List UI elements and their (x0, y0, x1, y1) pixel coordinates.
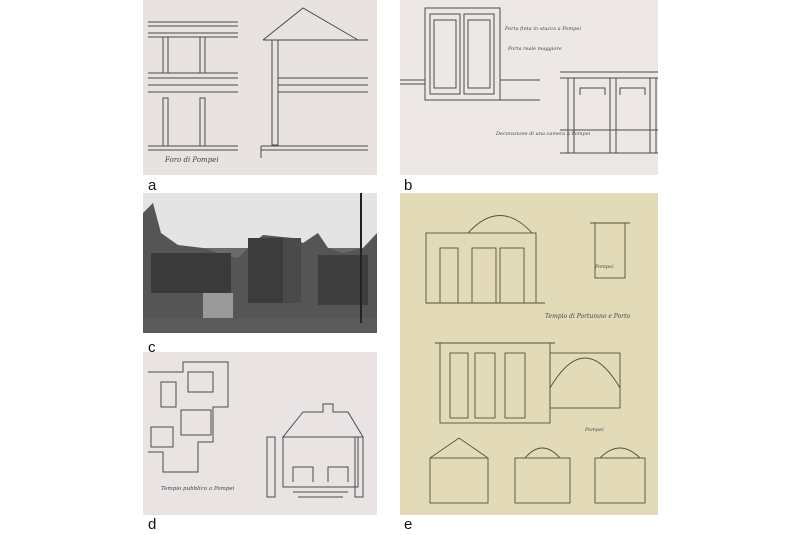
panel-b-sketch: Porta finta in stucco a Pompei Porta rea… (400, 0, 658, 175)
panel-c-photo (143, 193, 377, 333)
panel-e-note-1: Tempio di Portumno e Porto (545, 313, 630, 320)
panel-a-label: a (148, 177, 157, 194)
colonnade-elevation-drawing: Foro di Pompei (148, 7, 368, 164)
panel-b-note-1: Porta finta in stucco a Pompei (504, 26, 581, 32)
ruins-photograph (143, 193, 377, 333)
panel-e-note-2: Pompei (584, 427, 604, 433)
temple-plan-and-section-drawing: Tempio pubblico a Pompei (148, 361, 364, 498)
panel-d-label: d (148, 516, 157, 533)
panel-b-label: b (404, 177, 413, 194)
panel-a-caption: Foro di Pompei (164, 156, 219, 164)
panel-d-sketch: Tempio pubblico a Pompei (143, 352, 377, 515)
panel-e-note-3: Pompei (594, 264, 614, 270)
panel-e-sketch: Tempio di Portumno e Porto Pompei Pompei (400, 193, 658, 515)
doors-and-wall-decoration-drawing: Porta finta in stucco a Pompei Porta rea… (400, 7, 658, 154)
sketchbook-page-drawings: Tempio di Portumno e Porto Pompei Pompei (425, 215, 646, 504)
panel-c-label: c (148, 339, 156, 356)
panel-b-note-2: Porta reale maggiore (507, 46, 562, 52)
panel-e-label: e (404, 516, 413, 533)
panel-d-caption: Tempio pubblico a Pompei (161, 486, 235, 492)
panel-b-note-3: Decorazione di una camera a Pompei (495, 131, 591, 137)
panel-a-sketch: Foro di Pompei (143, 0, 377, 175)
